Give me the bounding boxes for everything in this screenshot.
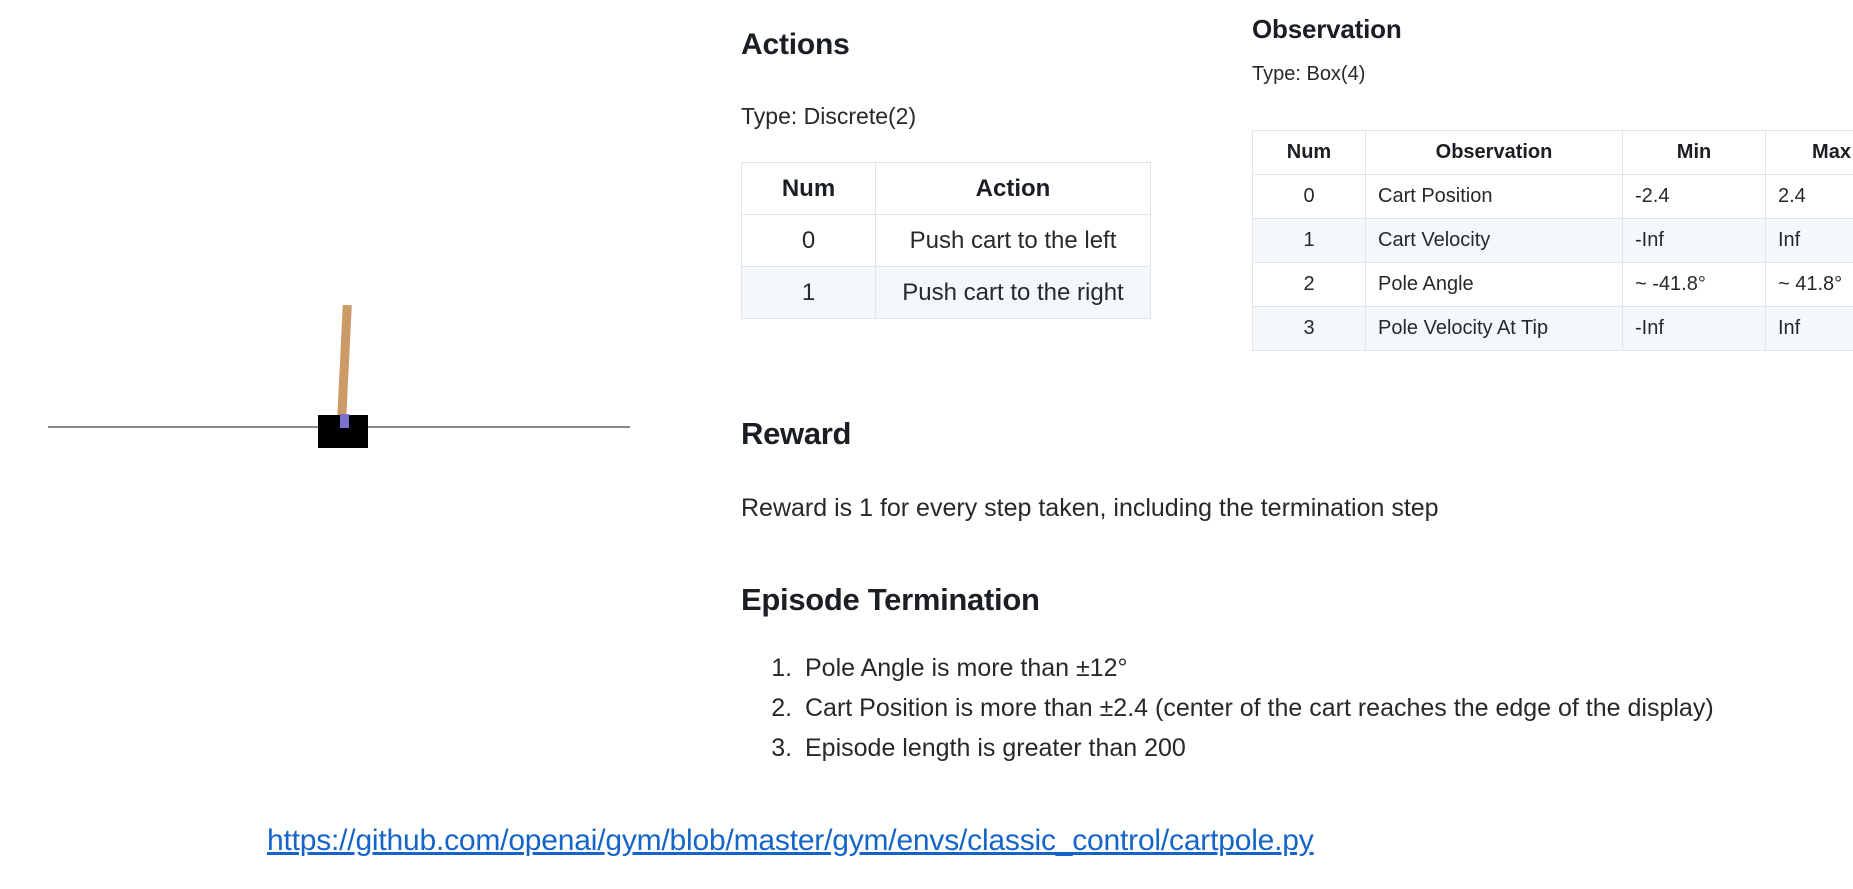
table-header-row: Num Observation Min Max — [1252, 130, 1853, 175]
source-code-link[interactable]: https://github.com/openai/gym/blob/maste… — [267, 824, 1314, 857]
actions-type-line: Type: Discrete(2) — [741, 103, 917, 129]
observation-cell-min: -Inf — [1622, 218, 1766, 263]
reward-text: Reward is 1 for every step taken, includ… — [741, 494, 1439, 522]
termination-list: Pole Angle is more than ±12° Cart Positi… — [757, 648, 1714, 768]
table-row: 0 Push cart to the left — [741, 214, 1151, 267]
actions-table: Num Action 0 Push cart to the left 1 Pus… — [741, 162, 1151, 319]
table-row: 2 Pole Angle ~ -41.8° ~ 41.8° — [1252, 262, 1853, 307]
cartpole-illustration — [0, 250, 700, 510]
actions-cell-action: Push cart to the right — [875, 266, 1151, 319]
observation-header-min: Min — [1622, 130, 1766, 175]
actions-cell-num: 0 — [741, 214, 876, 267]
observation-header-observation: Observation — [1365, 130, 1623, 175]
observation-cell-num: 2 — [1252, 262, 1366, 307]
observation-cell-max: ~ 41.8° — [1765, 262, 1853, 307]
actions-cell-num: 1 — [741, 266, 876, 319]
actions-header-action: Action — [875, 162, 1151, 215]
observation-cell-max: Inf — [1765, 218, 1853, 263]
observation-cell-name: Cart Position — [1365, 174, 1623, 219]
observation-cell-num: 3 — [1252, 306, 1366, 351]
observation-header-num: Num — [1252, 130, 1366, 175]
observation-cell-num: 1 — [1252, 218, 1366, 263]
observation-cell-min: ~ -41.8° — [1622, 262, 1766, 307]
observation-cell-max: 2.4 — [1765, 174, 1853, 219]
observation-cell-min: -2.4 — [1622, 174, 1766, 219]
observation-cell-name: Pole Angle — [1365, 262, 1623, 307]
pole-icon — [337, 304, 352, 424]
actions-cell-action: Push cart to the left — [875, 214, 1151, 267]
observation-table: Num Observation Min Max 0 Cart Position … — [1252, 130, 1853, 351]
reward-heading: Reward — [741, 416, 852, 451]
observation-cell-max: Inf — [1765, 306, 1853, 351]
table-row: 1 Push cart to the right — [741, 266, 1151, 319]
observation-cell-name: Cart Velocity — [1365, 218, 1623, 263]
observation-cell-num: 0 — [1252, 174, 1366, 219]
observation-heading: Observation — [1252, 14, 1402, 44]
observation-cell-name: Pole Velocity At Tip — [1365, 306, 1623, 351]
observation-header-max: Max — [1765, 130, 1853, 175]
table-row: 3 Pole Velocity At Tip -Inf Inf — [1252, 306, 1853, 351]
axle-icon — [340, 414, 349, 428]
termination-heading: Episode Termination — [741, 582, 1040, 617]
list-item: Cart Position is more than ±2.4 (center … — [799, 688, 1714, 728]
table-row: 1 Cart Velocity -Inf Inf — [1252, 218, 1853, 263]
list-item: Episode length is greater than 200 — [799, 728, 1714, 768]
observation-cell-min: -Inf — [1622, 306, 1766, 351]
observation-type-line: Type: Box(4) — [1252, 63, 1366, 85]
actions-heading: Actions — [741, 28, 850, 61]
table-row: 0 Cart Position -2.4 2.4 — [1252, 174, 1853, 219]
table-header-row: Num Action — [741, 162, 1151, 215]
actions-header-num: Num — [741, 162, 876, 215]
list-item: Pole Angle is more than ±12° — [799, 648, 1714, 688]
